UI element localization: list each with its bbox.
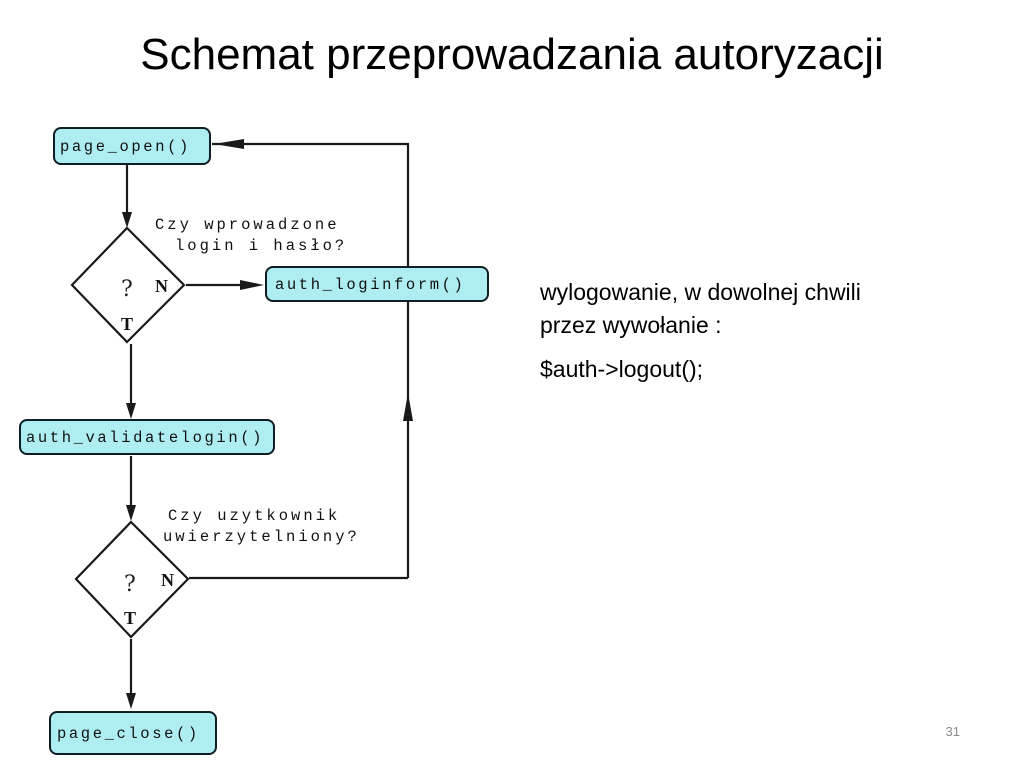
loop-arrowhead-up [403, 393, 413, 421]
decision2-yes-label: T [124, 608, 136, 628]
page-close-box: page_close() [49, 711, 217, 755]
auth-validatelogin-box: auth_validatelogin() [19, 419, 275, 455]
loop-return-line [212, 142, 410, 578]
decision1-yes-label: T [121, 314, 133, 334]
arrowhead-close [126, 693, 136, 709]
logout-code: $auth->logout(); [540, 355, 704, 382]
slide-title: Schemat przeprowadzania autoryzacji [140, 30, 884, 79]
login-question-line1: Czy wprowadzone [155, 216, 340, 234]
auth-question-line1: Czy uzytkownik [168, 507, 340, 525]
arrowhead-decision1 [122, 212, 132, 228]
decision1-question-mark: ? [121, 277, 133, 302]
auth-validatelogin-label: auth_validatelogin() [26, 429, 264, 447]
arrowhead-decision2 [126, 505, 136, 521]
loop-arrowhead-left [214, 139, 244, 149]
page-open-box: page_open() [53, 127, 211, 165]
page-close-label: page_close() [57, 725, 200, 743]
arrowhead-validate [126, 403, 136, 419]
auth-question-line2: uwierzytelniony? [163, 528, 360, 546]
arrowhead-loginform [240, 280, 264, 290]
decision1-no-label: N [155, 276, 168, 296]
page-number: 31 [945, 724, 960, 739]
auth-loginform-box: auth_loginform() [265, 266, 489, 302]
decision2-question-mark: ? [124, 572, 136, 597]
decision-user-authenticated: ? N T [74, 520, 190, 639]
decision2-no-label: N [161, 570, 174, 590]
login-question-line2: login i hasło? [175, 237, 347, 255]
page-open-label: page_open() [60, 138, 191, 156]
logout-note-paragraph: wylogowanie, w dowolnej chwili przez wyw… [540, 279, 861, 339]
decision-login-entered: ? N T [70, 226, 186, 344]
auth-loginform-label: auth_loginform() [275, 276, 465, 294]
logout-note: wylogowanie, w dowolnej chwili przez wyw… [540, 276, 900, 396]
